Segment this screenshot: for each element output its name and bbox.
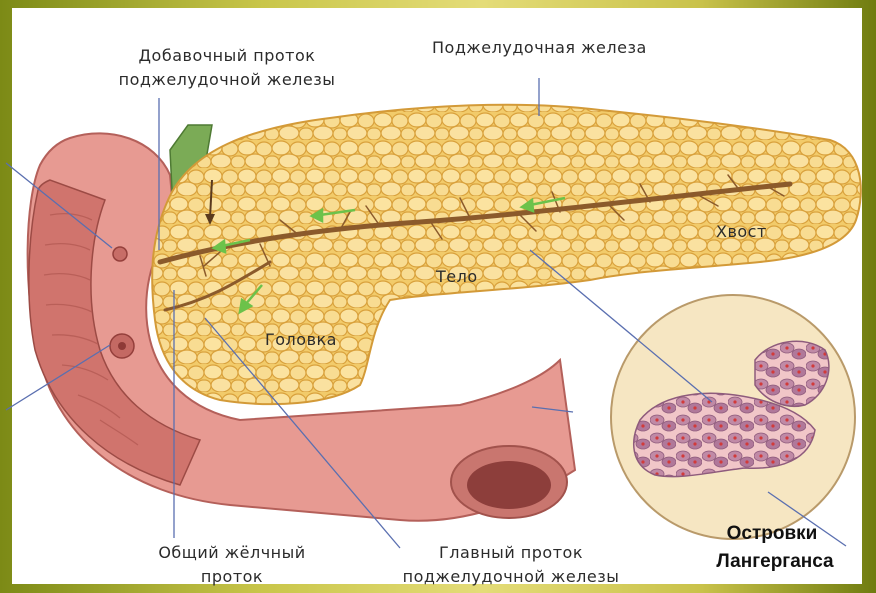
common-bile-duct-label-line2: проток: [118, 567, 346, 587]
islets-magnifier: [611, 295, 855, 539]
common-bile-duct-label-line1: Общий жёлчный: [118, 543, 346, 563]
islets-label-line2: Лангерганса: [692, 550, 858, 574]
pancreas-label: Поджелудочная железа: [432, 38, 647, 58]
head-label: Головка: [265, 330, 337, 350]
tail-label: Хвост: [716, 222, 767, 242]
accessory-duct-label-line2: поджелудочной железы: [78, 70, 376, 90]
main-duct-label-line2: поджелудочной железы: [368, 567, 654, 587]
islets-label-line1: Островки: [692, 522, 852, 546]
accessory-duct-label-line1: Добавочный проток: [78, 46, 376, 66]
main-duct-label-line1: Главный проток: [368, 543, 654, 563]
body-label: Тело: [436, 267, 478, 287]
